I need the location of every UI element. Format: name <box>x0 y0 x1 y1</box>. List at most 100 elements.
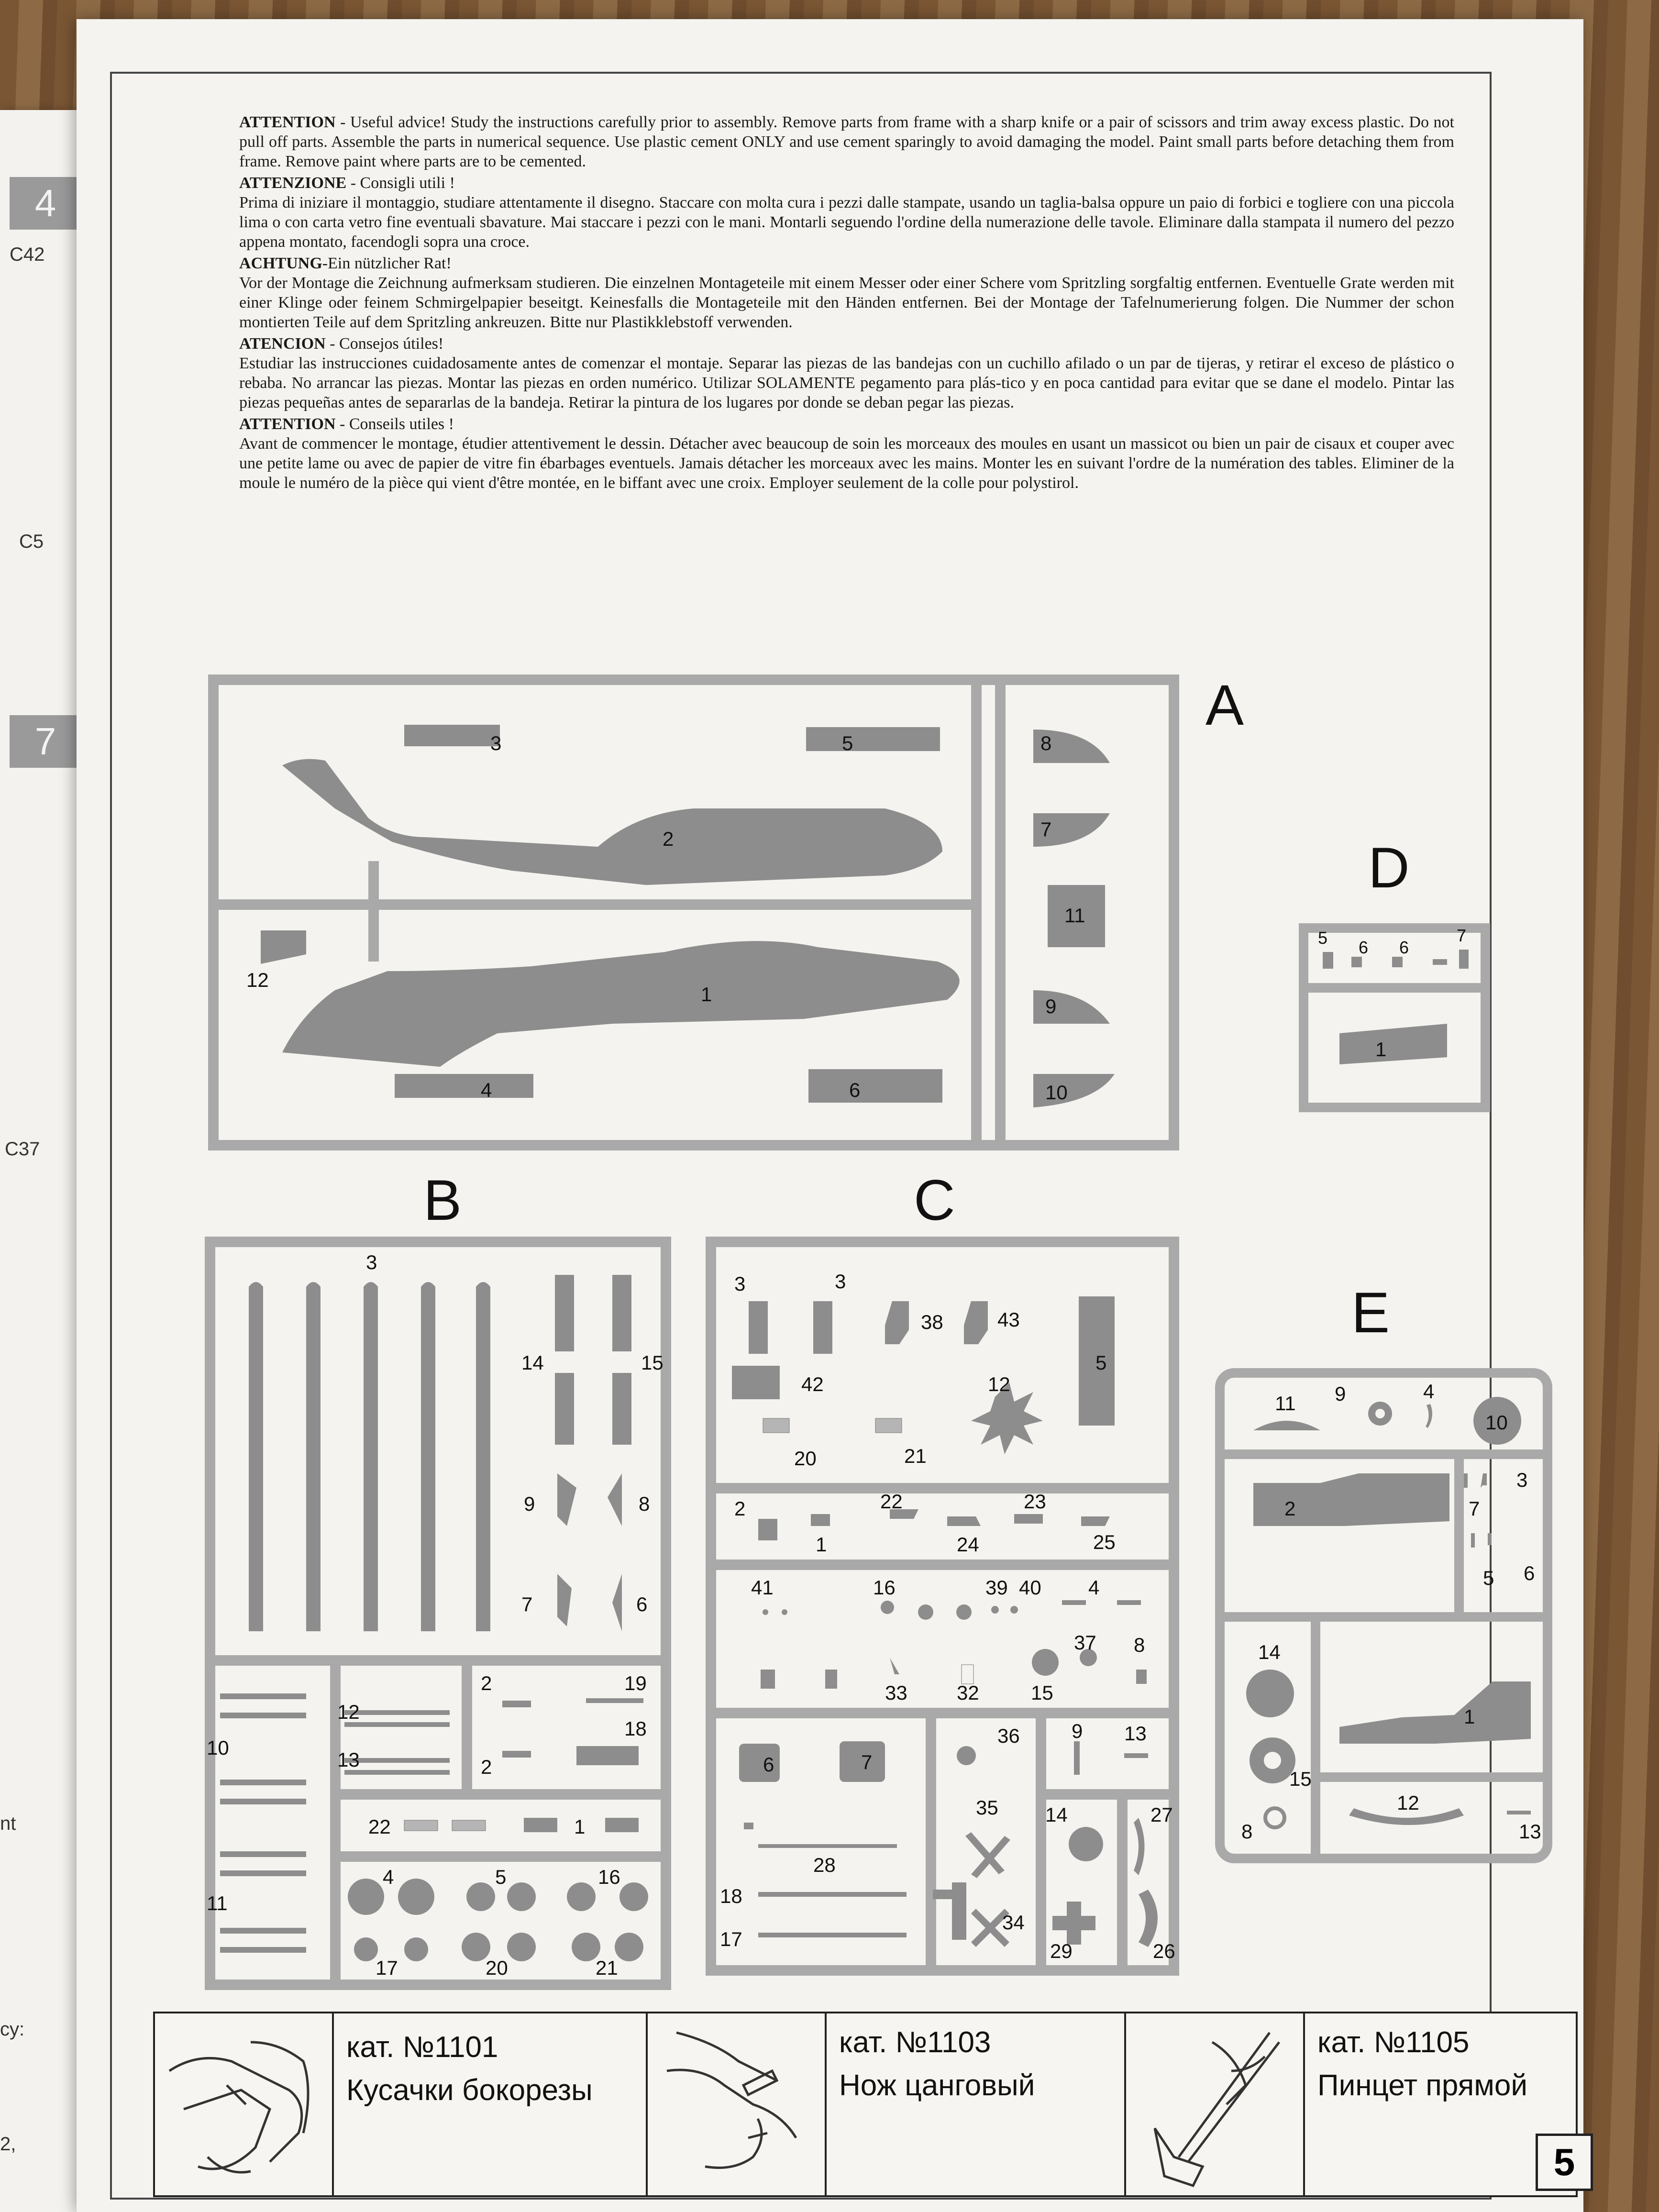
part-number: 3 <box>1516 1469 1528 1491</box>
sprue-c-runner <box>1036 1708 1046 1976</box>
part-number: 16 <box>598 1866 620 1888</box>
part-number: 24 <box>957 1533 979 1556</box>
part-a11 <box>1048 885 1105 947</box>
part-number: 42 <box>801 1373 824 1395</box>
part-number: 36 <box>997 1725 1020 1747</box>
part-number: 11 <box>1064 904 1085 927</box>
part-number: 2 <box>663 828 674 850</box>
part-number: 32 <box>957 1681 979 1704</box>
tool-ad-side-cutters: кат. №1101 Кусачки бокорезы <box>153 2012 664 2197</box>
sprue-a-runner <box>995 675 1006 1150</box>
sprue-b-frame <box>205 1237 671 1990</box>
part-number: 39 <box>985 1576 1008 1599</box>
part-number: 6 <box>849 1079 861 1101</box>
part-number: 22 <box>368 1815 391 1838</box>
part-number: 4 <box>481 1079 492 1101</box>
sprue-e-runner <box>1311 1772 1552 1782</box>
part-number: 17 <box>376 1957 398 1979</box>
part-number: 6 <box>1524 1562 1535 1584</box>
part-number: 7 <box>521 1593 533 1615</box>
part-number: 6 <box>763 1753 774 1776</box>
part-a3 <box>404 725 500 746</box>
part-number: 3 <box>734 1272 746 1295</box>
instruction-it-heading: ATTENZIONE - Consigli utili ! <box>239 174 455 192</box>
part-number: 13 <box>1124 1722 1147 1745</box>
part-label: C37 <box>5 1139 40 1160</box>
part-a1-fuselage <box>282 941 960 1067</box>
sprue-c-runner <box>1036 1789 1179 1800</box>
part-number: 5 <box>842 732 853 754</box>
part-number: 34 <box>1002 1911 1025 1934</box>
sprue-a-runner <box>971 675 982 1150</box>
part-label: C5 <box>19 531 44 552</box>
part-number: 2 <box>734 1497 746 1520</box>
sprue-d-runner <box>1299 983 1490 993</box>
part-number: 1 <box>816 1533 827 1556</box>
sprue-c-runner <box>1117 1789 1128 1976</box>
part-number: 15 <box>641 1351 664 1374</box>
tool-ad-tweezers: кат. №1105 Пинцет прямой <box>1124 2012 1578 2197</box>
tool-catalog-number: кат. №1103 <box>839 2026 991 2059</box>
part-number: 2 <box>481 1672 492 1694</box>
part-number: 15 <box>1031 1681 1053 1704</box>
part-number: 3 <box>835 1270 846 1293</box>
part-number: 9 <box>1335 1382 1346 1405</box>
part-number: 11 <box>207 1892 228 1914</box>
part-a6 <box>808 1069 942 1103</box>
sprue-b-runner <box>330 1789 671 1800</box>
part-a10 <box>1033 1074 1115 1107</box>
instruction-fr: Avant de commencer le montage, étudier a… <box>239 435 1454 492</box>
part-number: 17 <box>720 1928 742 1950</box>
sprue-a-runner <box>368 861 379 962</box>
instruction-es-heading: ATENCION - Consejos útiles! <box>239 335 444 353</box>
sprue-b-runner <box>330 1655 341 1990</box>
part-number: 4 <box>1088 1576 1100 1599</box>
part-number: 14 <box>1258 1641 1281 1663</box>
part-a2-fuselage <box>282 759 942 885</box>
part-number: 9 <box>524 1493 535 1515</box>
part-number: 13 <box>1519 1820 1541 1843</box>
assembly-instructions: ATTENTION - Useful advice! Study the ins… <box>239 112 1454 495</box>
step-number-box: 7 <box>10 715 81 768</box>
part-number: 12 <box>1397 1792 1419 1814</box>
part-number: 33 <box>885 1681 907 1704</box>
part-number: 14 <box>521 1351 544 1374</box>
sprue-a-frame <box>208 675 1179 1150</box>
sprue-a-label: A <box>1206 673 1244 737</box>
part-number: 28 <box>813 1854 836 1876</box>
instruction-it: Prima di iniziare il montaggio, studiare… <box>239 194 1454 251</box>
part-number: 9 <box>1072 1720 1083 1742</box>
part-number: 13 <box>337 1748 360 1771</box>
part-number: 18 <box>720 1885 742 1907</box>
page-border <box>110 72 1492 2200</box>
part-number: 4 <box>1423 1380 1435 1403</box>
part-number: 19 <box>624 1672 647 1694</box>
tool-name: Нож цанговый <box>839 2069 1035 2102</box>
part-number: 7 <box>1457 926 1467 945</box>
part-number: 10 <box>1485 1411 1508 1434</box>
part-number: 8 <box>1040 732 1052 754</box>
part-number: 1 <box>1464 1705 1475 1728</box>
part-number: 40 <box>1019 1576 1041 1599</box>
sprue-b-runner <box>330 1851 671 1862</box>
part-number: 21 <box>596 1957 618 1979</box>
part-number: 20 <box>794 1447 817 1470</box>
part-number: 12 <box>246 969 269 991</box>
tool-ad-hobby-knife: кат. №1103 Нож цанговый <box>646 2012 1147 2197</box>
sprue-c-runner <box>706 1708 1179 1718</box>
part-number: 27 <box>1150 1803 1173 1826</box>
part-number: 7 <box>861 1751 873 1773</box>
text-fragment: 2, <box>0 2134 16 2155</box>
sprue-c-runner <box>706 1483 1179 1493</box>
part-a8 <box>1033 730 1110 763</box>
text-fragment: nt <box>0 1813 16 1834</box>
part-number: 10 <box>1045 1081 1068 1104</box>
part-number: 10 <box>207 1736 229 1759</box>
part-number: 6 <box>1399 938 1409 957</box>
part-number: 8 <box>1134 1634 1145 1656</box>
sprue-e-runner <box>1454 1459 1464 1612</box>
part-number: 35 <box>976 1796 998 1819</box>
